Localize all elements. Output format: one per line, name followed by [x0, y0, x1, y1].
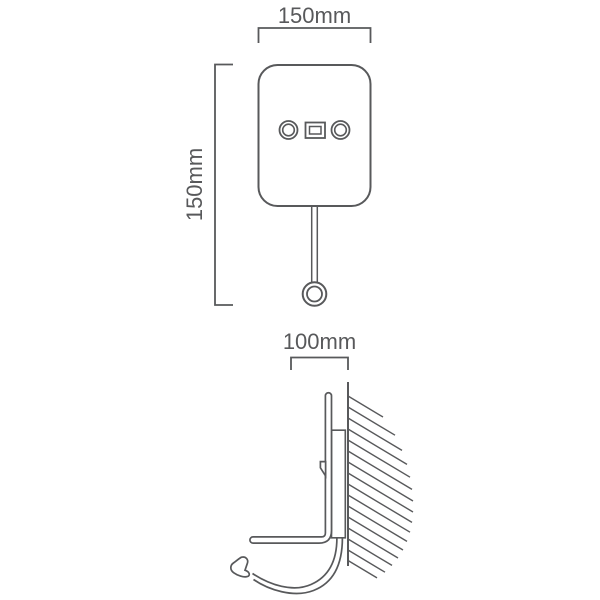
- side-view: 100mm: [229, 329, 414, 595]
- hatch-line: [347, 439, 411, 478]
- hatch-line: [347, 527, 399, 559]
- hatch-line: [347, 428, 408, 466]
- selector-window-outer: [304, 121, 326, 139]
- faceplate-outline: [257, 64, 372, 207]
- pull-handle: [229, 556, 251, 578]
- height-dimension-line: [214, 63, 233, 306]
- hatch-line: [347, 395, 384, 418]
- hatch-line: [347, 417, 403, 452]
- hatch-line: [347, 461, 414, 502]
- right-socket-outer-ring: [330, 120, 351, 140]
- pull-ring-inner: [306, 285, 323, 303]
- hatch-line: [347, 549, 386, 573]
- right-socket-inner-ring: [333, 123, 348, 137]
- hatch-line: [347, 494, 411, 533]
- hatch-line: [347, 483, 413, 524]
- hatch-line: [347, 559, 378, 579]
- cord-profile-lower-line: [253, 537, 344, 595]
- hatch-line: [347, 450, 413, 491]
- faceplate-profile: [249, 391, 333, 544]
- cord-profile-upper-line: [252, 537, 338, 589]
- pull-ring-outer: [301, 281, 328, 307]
- depth-dimension-label: 100mm: [283, 329, 356, 354]
- wall-hatching: [347, 395, 414, 579]
- width-dimension-label: 150mm: [278, 3, 351, 28]
- hatch-line: [347, 472, 414, 513]
- depth-dimension-line: [290, 356, 349, 370]
- left-socket-inner-ring: [281, 123, 296, 137]
- side-lever: [319, 460, 327, 479]
- hatch-line: [347, 505, 408, 543]
- selector-window-inner: [308, 125, 322, 135]
- front-view: 150mm 150mm: [182, 3, 372, 307]
- hatch-line: [347, 516, 404, 551]
- hatch-line: [347, 538, 393, 567]
- left-socket-outer-ring: [278, 120, 299, 140]
- hatch-line: [347, 406, 396, 436]
- height-dimension-label: 150mm: [182, 148, 207, 221]
- width-dimension-line: [257, 27, 372, 43]
- back-box: [330, 429, 347, 539]
